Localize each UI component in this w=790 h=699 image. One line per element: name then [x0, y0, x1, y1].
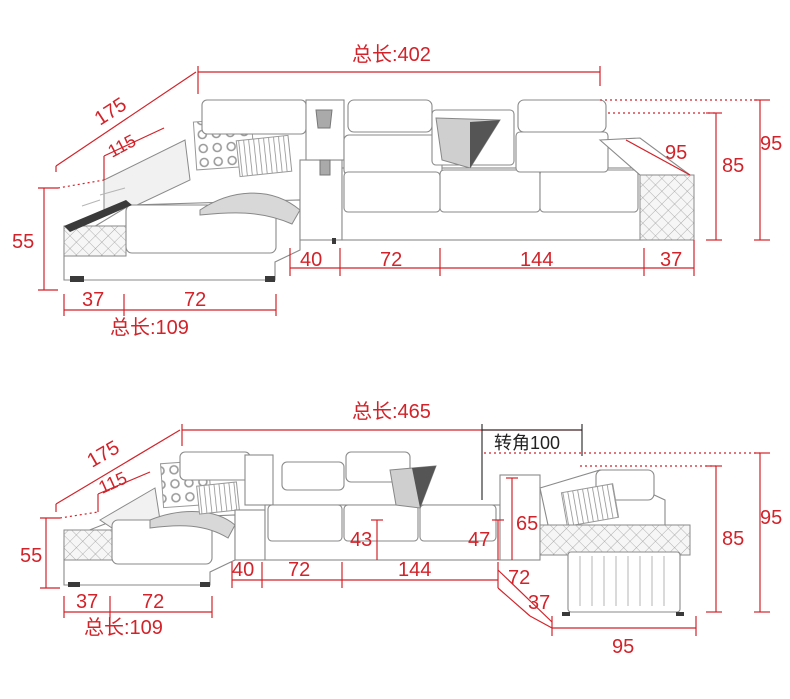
top-height-total: 95: [760, 133, 782, 155]
bottom-corner-37: 37: [528, 592, 550, 614]
top-sofa: 总长:402 175 115 55 95 85 95: [12, 43, 782, 339]
top-diag-inner: 115: [104, 130, 139, 161]
bottom-main-sofa-illustration: [234, 451, 691, 616]
bottom-dimensions: 总长:465 转角100 175 115 55 43 47 65: [20, 400, 782, 658]
bottom-seat-height-1: 43: [350, 529, 372, 551]
bottom-total-length: 总长:465: [352, 400, 431, 423]
bottom-height-total: 95: [760, 507, 782, 529]
top-seg-end-table: 40: [300, 249, 322, 271]
bottom-seg-double: 144: [398, 559, 431, 581]
top-height-left: 55: [12, 231, 34, 253]
top-dimensions: 总长:402 175 115 55 95 85 95: [12, 43, 782, 339]
top-chaise-illustration: [63, 99, 307, 282]
bottom-height-left: 55: [20, 545, 42, 567]
bottom-table-height: 65: [516, 513, 538, 535]
top-seg-double: 144: [520, 249, 553, 271]
bottom-corner-72: 72: [508, 567, 530, 589]
top-arm-depth: 95: [665, 142, 687, 164]
top-height-back: 85: [722, 155, 744, 177]
top-seg-seat: 72: [380, 249, 402, 271]
bottom-seat-height-2: 47: [468, 529, 490, 551]
bottom-diag-inner: 115: [95, 468, 129, 498]
top-chaise-arm: 37: [82, 289, 104, 311]
bottom-ottoman-width: 95: [612, 636, 634, 658]
bottom-chaise-illustration: [63, 451, 251, 587]
bottom-chaise-arm: 37: [76, 591, 98, 613]
top-seg-arm: 37: [660, 249, 682, 271]
bottom-seg-end-table: 40: [232, 559, 254, 581]
bottom-seg-seat: 72: [288, 559, 310, 581]
bottom-chaise-seat: 72: [142, 591, 164, 613]
bottom-height-back: 85: [722, 528, 744, 550]
top-total-length: 总长:402: [352, 43, 431, 66]
top-chaise-seat: 72: [184, 289, 206, 311]
bottom-chaise-total: 总长:109: [84, 616, 163, 639]
top-diag-outer: 175: [91, 94, 131, 131]
top-chaise-total: 总长:109: [110, 316, 189, 339]
bottom-sofa: 总长:465 转角100 175 115 55 43 47 65: [20, 400, 782, 658]
top-main-sofa-illustration: [299, 99, 695, 244]
bottom-corner-label: 转角100: [494, 433, 560, 453]
